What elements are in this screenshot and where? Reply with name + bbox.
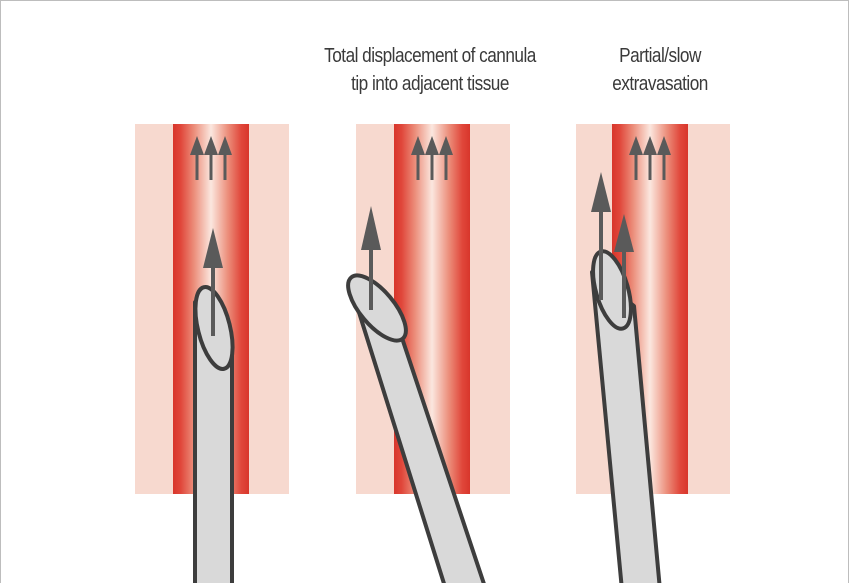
panel-total-displacement <box>338 124 510 583</box>
blood-flow-arrows <box>629 136 671 180</box>
blood-flow-arrows <box>411 136 453 180</box>
blood-flow-arrows <box>190 136 232 180</box>
panel-normal <box>135 124 289 583</box>
panel-partial-extravasation <box>576 124 730 583</box>
